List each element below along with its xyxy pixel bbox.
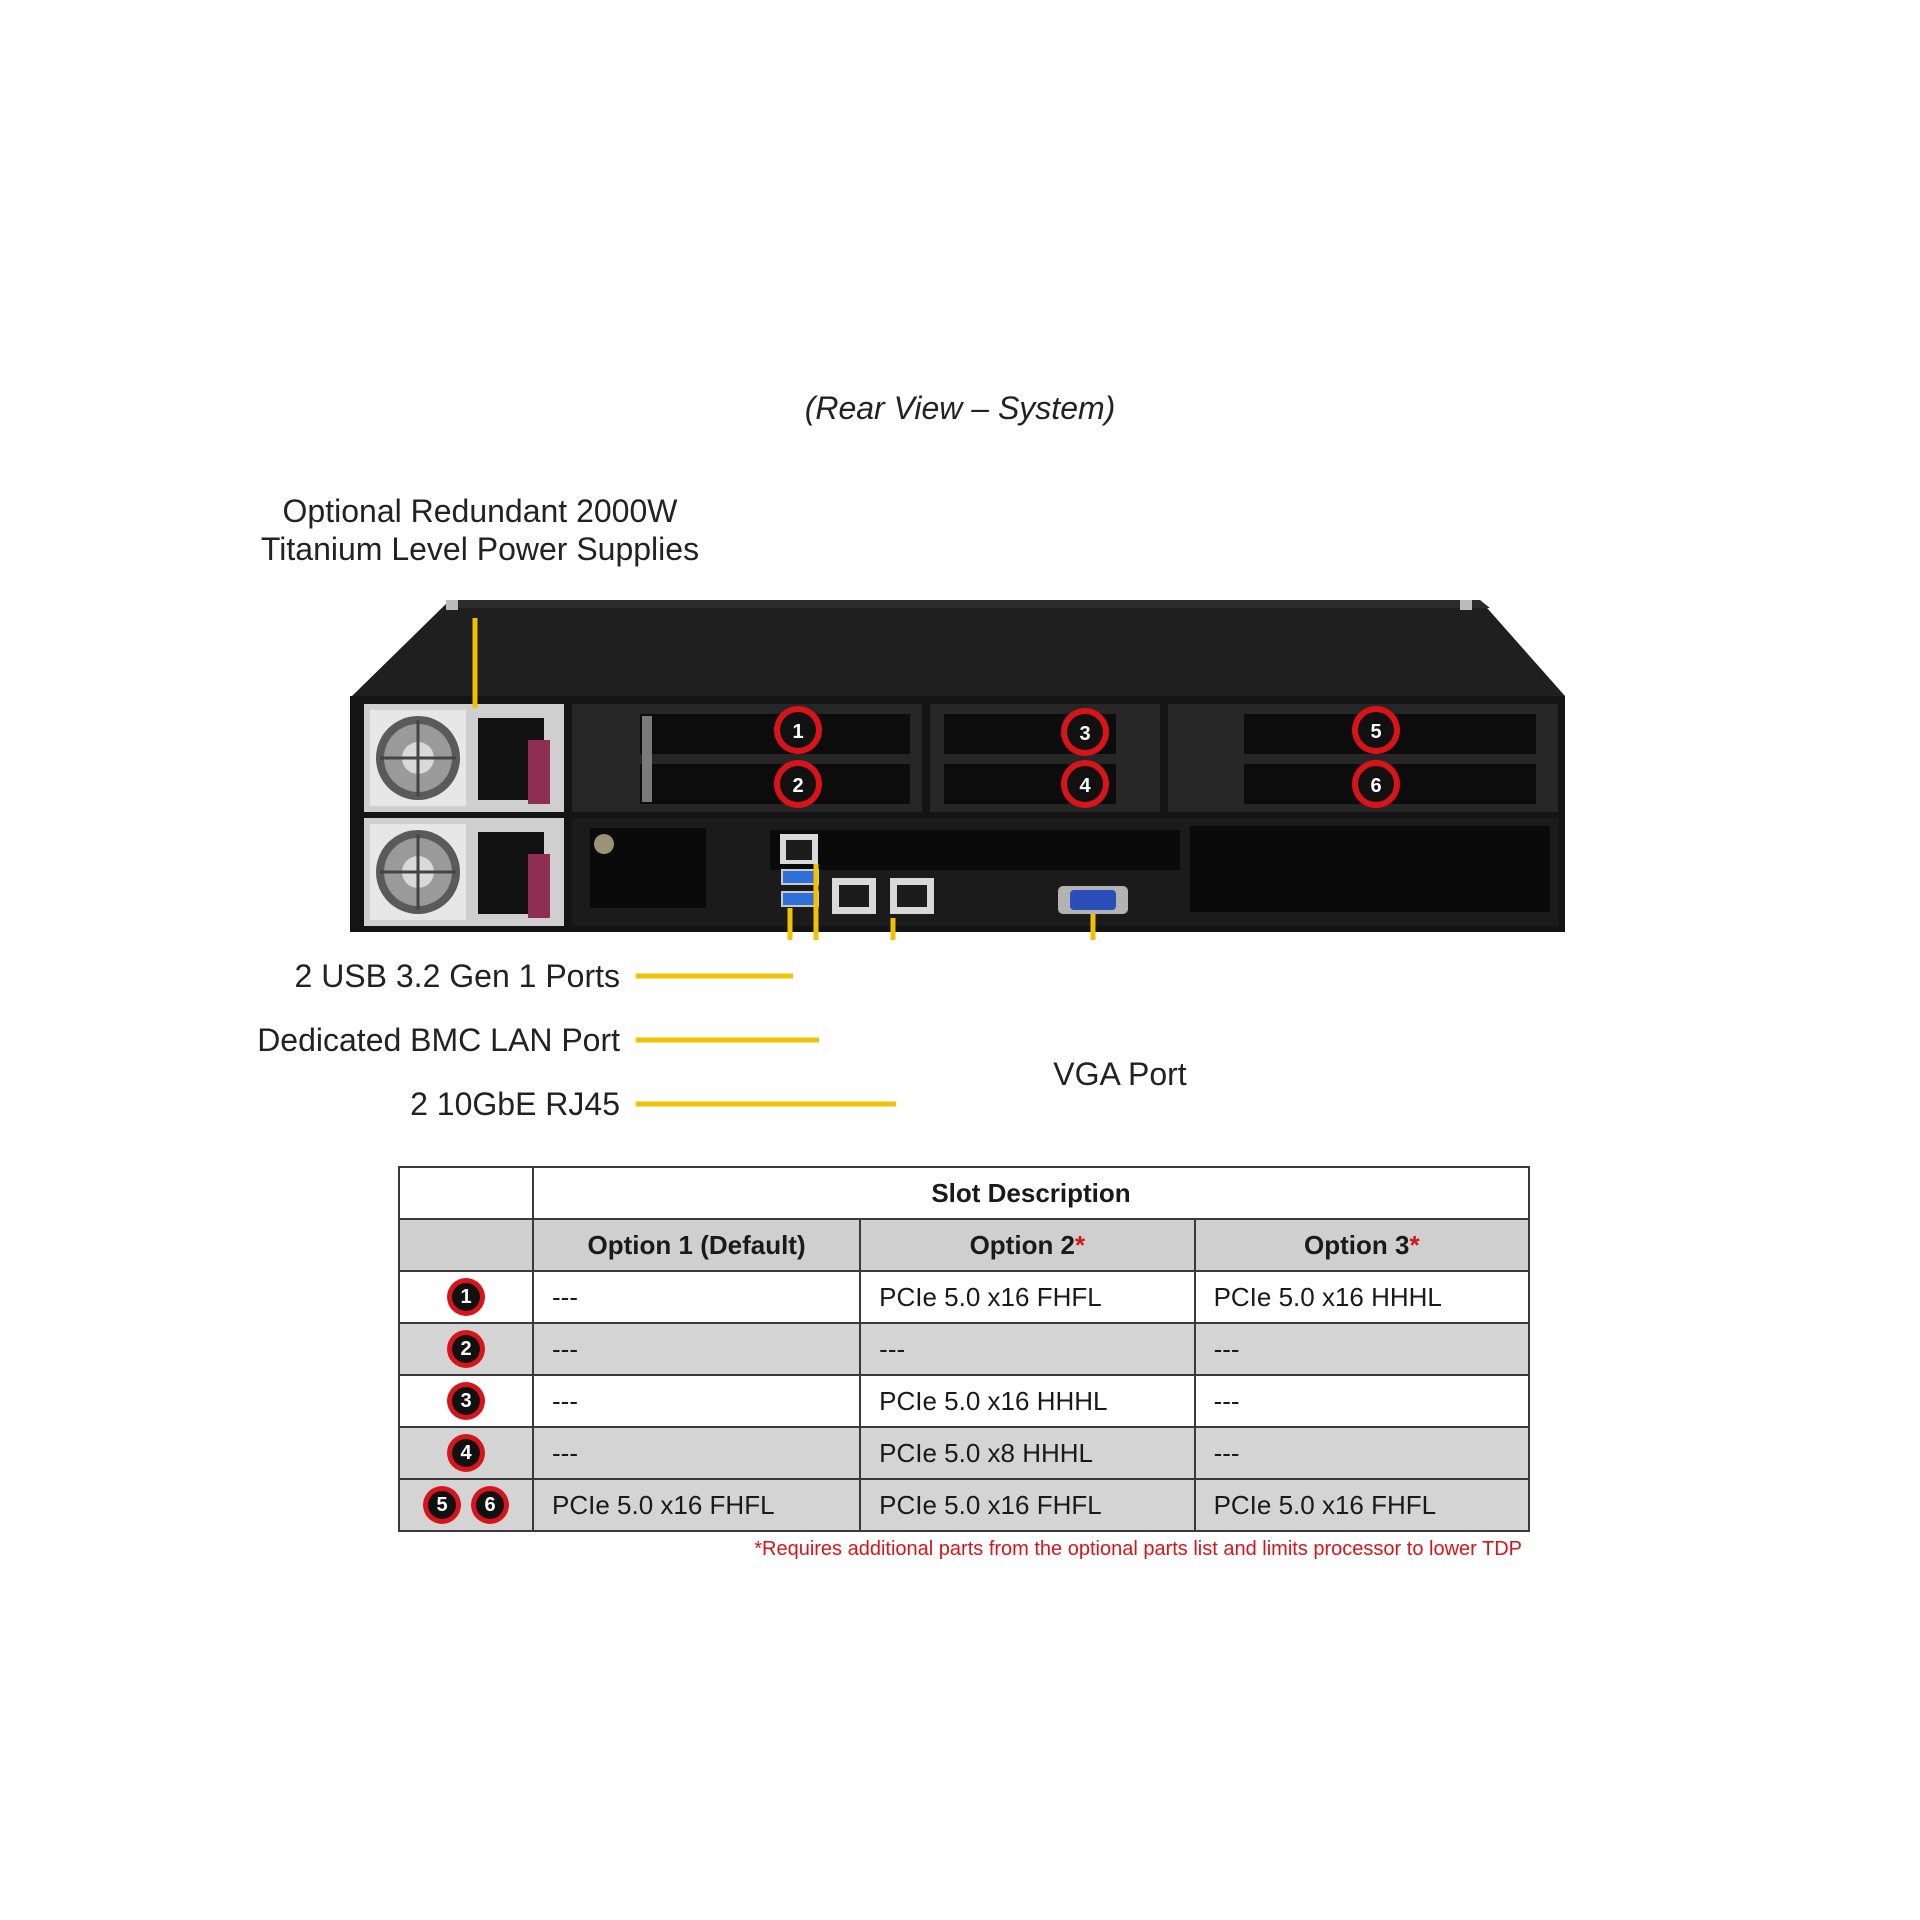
psu-callout-line1: Optional Redundant 2000W [282, 493, 678, 529]
table-cell: --- [531, 1426, 862, 1480]
table-cell: PCIe 5.0 x8 HHHL [859, 1426, 1196, 1480]
psu-callout-line2: Titanium Level Power Supplies [260, 531, 700, 567]
svg-text:2: 2 [792, 775, 803, 797]
svg-text:6: 6 [1370, 775, 1381, 797]
table-cell: --- [1193, 1374, 1531, 1428]
chassis-top-cover [352, 600, 1565, 696]
slot-cell: 4 [398, 1426, 534, 1480]
table-cell: PCIe 5.0 x16 FHFL [531, 1478, 862, 1532]
slot-badge: 6 [471, 1486, 509, 1524]
slot-badge-2: 2 [774, 760, 822, 808]
slot-description-table: Slot Description Option 1 (Default) Opti… [398, 1166, 1531, 1532]
table-row: 4 --- PCIe 5.0 x8 HHHL --- [398, 1426, 1531, 1480]
psu-release-handle[interactable] [528, 740, 550, 804]
slot-cell: 3 [398, 1374, 534, 1428]
table-cell: --- [859, 1322, 1196, 1376]
rj45-ports-label: 2 10GbE RJ45 [410, 1086, 620, 1122]
slot-badge-3: 3 [1061, 708, 1109, 756]
table-cell: --- [531, 1270, 862, 1324]
power-supply-1 [364, 704, 564, 812]
slot-badge: 2 [447, 1330, 485, 1368]
vga-port-label: VGA Port [1053, 1056, 1187, 1092]
table-cell: --- [1193, 1322, 1531, 1376]
table-title: Slot Description [532, 1166, 1530, 1220]
slot-badge-1: 1 [774, 706, 822, 754]
chassis-top-edge [450, 600, 1490, 608]
svg-text:1: 1 [792, 721, 803, 743]
empty-header-cell [398, 1218, 534, 1272]
empty-corner-cell [398, 1166, 534, 1220]
table-cell: --- [531, 1374, 862, 1428]
pcie-bay-left [572, 704, 922, 812]
table-cell: --- [1193, 1426, 1531, 1480]
label-leaders [636, 973, 896, 1107]
vent-grille [1190, 826, 1550, 912]
psu-release-handle[interactable] [528, 854, 550, 918]
table-row: 3 --- PCIe 5.0 x16 HHHL --- [398, 1374, 1531, 1428]
slot-badge-4: 4 [1061, 760, 1109, 808]
usb-port-2[interactable] [781, 891, 819, 907]
slot-cell: 1 [398, 1270, 534, 1324]
slot-badge: 4 [447, 1434, 485, 1472]
svg-text:4: 4 [1079, 775, 1091, 797]
slot-badge: 3 [447, 1382, 485, 1420]
screw-icon [594, 834, 614, 854]
usb-port-1[interactable] [781, 869, 819, 885]
psu-callout: Optional Redundant 2000W Titanium Level … [190, 492, 770, 568]
table-cell: PCIe 5.0 x16 FHFL [859, 1478, 1196, 1532]
pcie-bay-middle [930, 704, 1160, 812]
leader-lines [472, 618, 1096, 940]
table-row: 2 --- --- --- [398, 1322, 1531, 1376]
table-row: 1 --- PCIe 5.0 x16 FHFL PCIe 5.0 x16 HHH… [398, 1270, 1531, 1324]
slot-badge-5: 5 [1352, 706, 1400, 754]
column-header-option-2: Option 2* [859, 1218, 1196, 1272]
column-header-option-1: Option 1 (Default) [531, 1218, 862, 1272]
slot-badge: 1 [447, 1278, 485, 1316]
options-header-row: Option 1 (Default) Option 2* Option 3* [398, 1218, 1531, 1272]
chassis-left-ear [446, 600, 458, 610]
table-cell: PCIe 5.0 x16 FHFL [859, 1270, 1196, 1324]
table-footnote: *Requires additional parts from the opti… [754, 1538, 1522, 1560]
table-title-row: Slot Description [398, 1166, 1530, 1220]
table-cell: --- [531, 1322, 862, 1376]
svg-text:5: 5 [1370, 721, 1381, 743]
vent-grille [770, 830, 1180, 870]
slot-cell: 2 [398, 1322, 534, 1376]
slot-badge: 5 [423, 1486, 461, 1524]
diagram-caption: (Rear View – System) [804, 390, 1116, 426]
table-cell: PCIe 5.0 x16 HHHL [1193, 1270, 1531, 1324]
usb-ports-label: 2 USB 3.2 Gen 1 Ports [294, 958, 621, 994]
table-cell: PCIe 5.0 x16 HHHL [859, 1374, 1196, 1428]
server-rear-view: 1 2 3 4 5 6 [350, 600, 1565, 940]
column-header-option-3: Option 3* [1193, 1218, 1531, 1272]
chassis-right-ear [1460, 600, 1472, 610]
svg-text:3: 3 [1079, 723, 1090, 745]
slot-badge-6: 6 [1352, 760, 1400, 808]
table-cell: PCIe 5.0 x16 FHFL [1193, 1478, 1531, 1532]
bmc-lan-port-label: Dedicated BMC LAN Port [257, 1022, 620, 1058]
power-supply-2 [364, 818, 564, 926]
